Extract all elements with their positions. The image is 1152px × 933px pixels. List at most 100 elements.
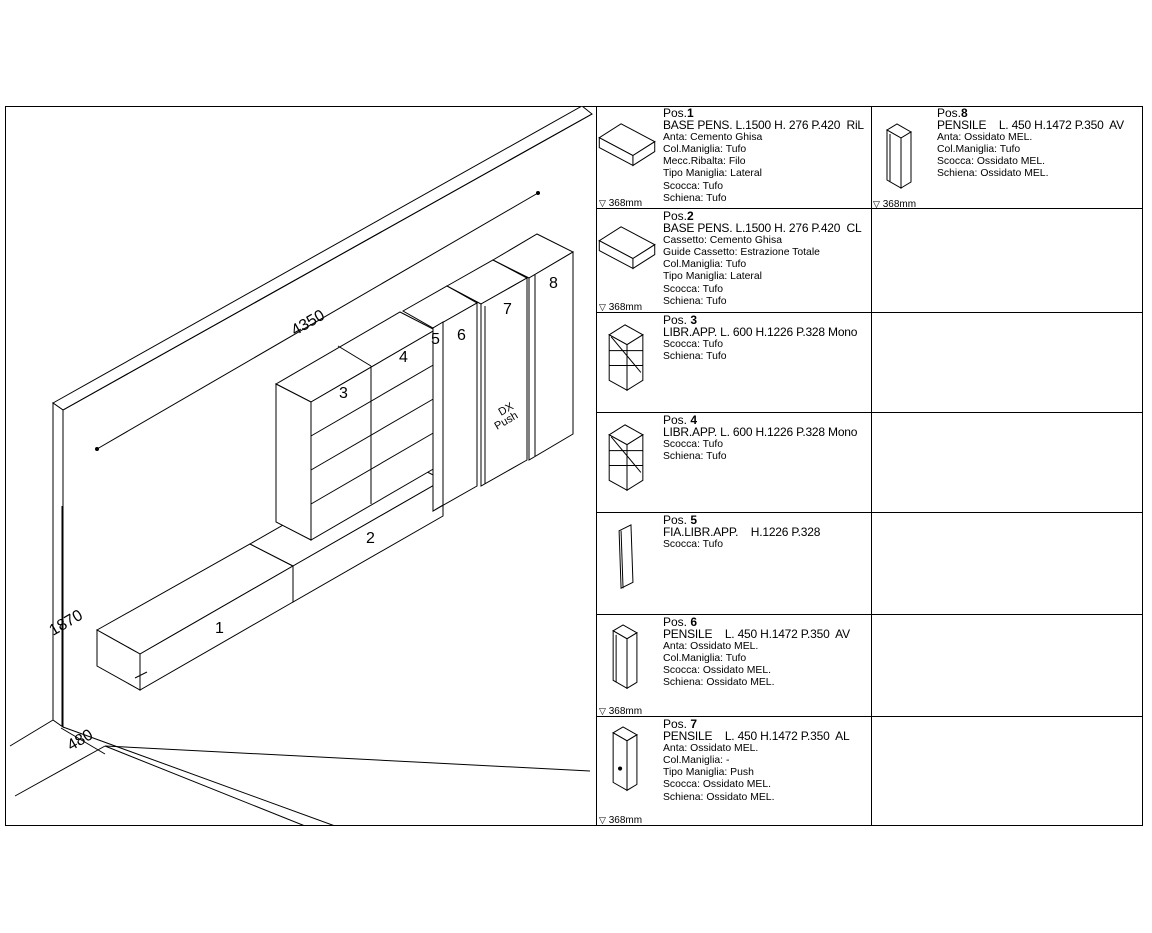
attr-line: Schiena: Ossidato MEL. xyxy=(663,677,775,689)
column-separator xyxy=(871,106,872,826)
bookcase-icon xyxy=(608,424,644,492)
attr-line: Scocca: Ossidato MEL. xyxy=(663,779,771,791)
pos-label: Pos. xyxy=(937,106,962,120)
position-text-7: Pos. 7 PENSILE L. 450 H.1472 P.350 AL An… xyxy=(663,717,850,804)
attr-line: Schiena: Tufo xyxy=(663,193,727,205)
pos-label: Pos. xyxy=(663,717,691,731)
attr-line: Scocca: Tufo xyxy=(663,338,724,350)
attr-line: Tipo Maniglia: Lateral xyxy=(663,271,762,283)
unit-label-8: 8 xyxy=(549,275,558,292)
item-description: LIBR.APP. L. 600 H.1226 P.328 Mono xyxy=(663,425,858,440)
wall-unit-icon xyxy=(886,123,912,189)
unit-label-4: 4 xyxy=(399,349,408,366)
height-value: 368mm xyxy=(882,199,917,210)
position-row-4: Pos. 4 LIBR.APP. L. 600 H.1226 P.328 Mon… xyxy=(597,413,1143,513)
attr-line: Scocca: Tufo xyxy=(663,283,724,295)
pos-number: 1 xyxy=(687,106,694,120)
height-marker: ▽ 368mm xyxy=(873,199,917,210)
attr-line: Cassetto: Cemento Ghisa xyxy=(663,234,782,246)
unit-label-6: 6 xyxy=(457,327,466,344)
unit-label-2: 2 xyxy=(366,530,375,547)
height-value: 368mm xyxy=(608,815,643,826)
position-text-1: Pos.1 BASE PENS. L.1500 H. 276 P.420 RiL… xyxy=(663,107,864,205)
attr-line: Anta: Ossidato MEL. xyxy=(937,131,1033,143)
attr-line: Schiena: Ossidato MEL. xyxy=(663,791,775,803)
base-cabinet-icon xyxy=(598,226,656,270)
attr-line: Tipo Maniglia: Push xyxy=(663,767,754,779)
depth-dimension-label: 480 xyxy=(65,726,97,754)
wall-unit-icon xyxy=(612,726,638,792)
position-row-1: Pos.1 BASE PENS. L.1500 H. 276 P.420 RiL… xyxy=(597,106,1143,209)
position-table: Pos.1 BASE PENS. L.1500 H. 276 P.420 RiL… xyxy=(596,106,1143,826)
height-marker: ▽ 368mm xyxy=(599,198,643,209)
item-description: LIBR.APP. L. 600 H.1226 P.328 Mono xyxy=(663,325,858,340)
attr-line: Schiena: Tufo xyxy=(663,450,727,462)
height-value: 368mm xyxy=(608,302,643,313)
height-marker: ▽ 368mm xyxy=(599,302,643,313)
attr-line: Col.Maniglia: - xyxy=(663,754,730,766)
item-description: FIA.LIBR.APP. H.1226 P.328 xyxy=(663,525,821,540)
item-description: PENSILE L. 450 H.1472 P.350 AV xyxy=(937,118,1124,133)
attr-line: Guide Cassetto: Estrazione Totale xyxy=(663,246,820,258)
position-row-8: Pos.8 PENSILE L. 450 H.1472 P.350 AV Ant… xyxy=(871,106,1143,210)
position-row-5: Pos. 5 FIA.LIBR.APP. H.1226 P.328 Scocca… xyxy=(597,513,1143,615)
attr-line: Scocca: Tufo xyxy=(663,180,724,192)
pos-number: 3 xyxy=(690,313,698,327)
drawing-frame xyxy=(5,106,1143,826)
pos-label: Pos. xyxy=(663,413,691,427)
height-dimension-label: 1870 xyxy=(47,607,86,640)
pos-number: 2 xyxy=(687,209,694,223)
pos-number: 5 xyxy=(690,513,698,527)
unit-label-5: 5 xyxy=(431,331,440,348)
position-text-3: Pos. 3 LIBR.APP. L. 600 H.1226 P.328 Mon… xyxy=(663,314,857,363)
wall-unit-icon xyxy=(612,624,638,690)
item-description: BASE PENS. L.1500 H. 276 P.420 CL xyxy=(663,221,862,236)
position-text-5: Pos. 5 FIA.LIBR.APP. H.1226 P.328 Scocca… xyxy=(663,514,820,551)
position-text-4: Pos. 4 LIBR.APP. L. 600 H.1226 P.328 Mon… xyxy=(663,414,857,463)
height-marker: ▽ 368mm xyxy=(599,706,643,717)
height-value: 368mm xyxy=(608,198,643,209)
attr-line: Col.Maniglia: Tufo xyxy=(663,259,747,271)
pos-number: 7 xyxy=(690,717,698,731)
position-row-3: Pos. 3 LIBR.APP. L. 600 H.1226 P.328 Mon… xyxy=(597,313,1143,413)
attr-line: Anta: Ossidato MEL. xyxy=(663,742,759,754)
height-value: 368mm xyxy=(608,706,643,717)
position-row-7: Pos. 7 PENSILE L. 450 H.1472 P.350 AL An… xyxy=(597,717,1143,826)
item-description: BASE PENS. L.1500 H. 276 P.420 RiL xyxy=(663,118,864,133)
pos-label: Pos. xyxy=(663,106,688,120)
attr-line: Scocca: Tufo xyxy=(663,438,724,450)
attr-line: Col.Maniglia: Tufo xyxy=(663,652,747,664)
position-text-2: Pos.2 BASE PENS. L.1500 H. 276 P.420 CL … xyxy=(663,209,862,308)
position-row-6: Pos. 6 PENSILE L. 450 H.1472 P.350 AV An… xyxy=(597,615,1143,717)
drawing-svg: 4350 1870 480 1 2 3 4 5 6 7 8 DX Push xyxy=(9,105,593,827)
isometric-drawing: 4350 1870 480 1 2 3 4 5 6 7 8 DX Push xyxy=(5,105,597,827)
pos-number: 6 xyxy=(690,615,698,629)
side-panel-icon xyxy=(618,524,634,590)
pos-number: 4 xyxy=(690,413,698,427)
width-dimension-label: 4350 xyxy=(289,307,328,340)
pos-label: Pos. xyxy=(663,209,688,223)
bookcase-icon xyxy=(608,324,644,392)
attr-line: Scocca: Tufo xyxy=(663,538,724,550)
base-cabinet-icon xyxy=(598,123,656,167)
attr-line: Anta: Cemento Ghisa xyxy=(663,131,763,143)
pos-number: 8 xyxy=(961,106,968,120)
pos-label: Pos. xyxy=(663,615,691,629)
attr-line: Scocca: Ossidato MEL. xyxy=(937,156,1045,168)
unit-label-7: 7 xyxy=(503,301,512,318)
attr-line: Scocca: Ossidato MEL. xyxy=(663,665,771,677)
pos-label: Pos. xyxy=(663,313,691,327)
position-text-8: Pos.8 PENSILE L. 450 H.1472 P.350 AV Ant… xyxy=(937,107,1124,181)
item-description: PENSILE L. 450 H.1472 P.350 AV xyxy=(663,627,850,642)
attr-line: Mecc.Ribalta: Filo xyxy=(663,156,746,168)
attr-line: Schiena: Tufo xyxy=(663,350,727,362)
unit-label-1: 1 xyxy=(215,620,224,637)
attr-line: Schiena: Tufo xyxy=(663,296,727,308)
attr-line: Schiena: Ossidato MEL. xyxy=(937,168,1049,180)
position-row-2: Pos.2 BASE PENS. L.1500 H. 276 P.420 CL … xyxy=(597,209,1143,313)
unit-label-3: 3 xyxy=(339,385,348,402)
attr-line: Col.Maniglia: Tufo xyxy=(937,143,1021,155)
attr-line: Col.Maniglia: Tufo xyxy=(663,143,747,155)
height-marker: ▽ 368mm xyxy=(599,815,643,826)
attr-line: Tipo Maniglia: Lateral xyxy=(663,168,762,180)
